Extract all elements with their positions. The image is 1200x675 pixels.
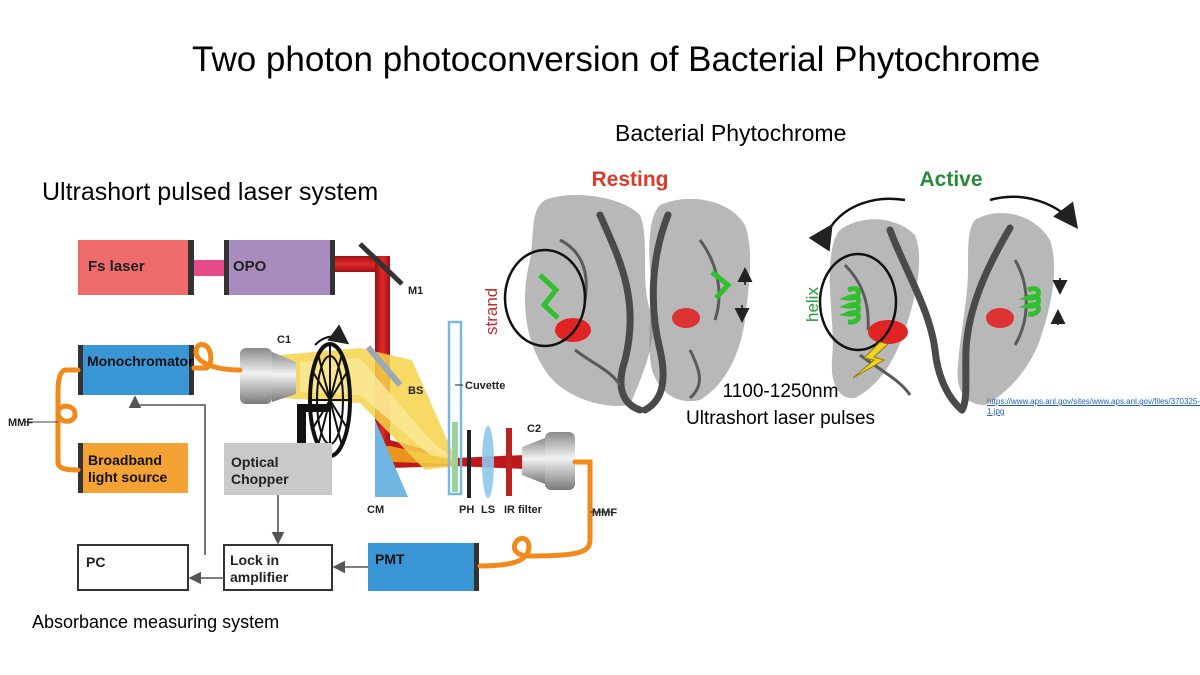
mirror-m1: [358, 242, 404, 286]
cuvette-label: Cuvette: [465, 380, 505, 392]
collimator-c1: [240, 348, 296, 404]
optical-chopper-box: [224, 443, 332, 495]
opo-label: OPO: [233, 258, 267, 275]
concave-mirror: [375, 420, 408, 497]
fs-laser-box: [78, 240, 190, 295]
monochromator-box: [78, 345, 193, 395]
opo-box: [224, 240, 334, 295]
source-link[interactable]: https://www.aps.anl.gov/sites/www.aps.an…: [987, 397, 1200, 416]
lockin-label-1: Lock in: [230, 552, 279, 568]
wavelength-label: 1100-1250nm: [722, 381, 839, 402]
fs-laser-label: Fs laser: [88, 258, 145, 275]
collimator-c2: [522, 432, 575, 490]
optical-fiber: [55, 342, 593, 569]
pulses-label: Ultrashort laser pulses: [686, 408, 876, 429]
broadband-box: [78, 443, 188, 493]
pc-label: PC: [86, 554, 105, 570]
lockin-label-2: amplifier: [230, 569, 289, 585]
cm-label: CM: [367, 504, 384, 516]
ph-label: PH: [459, 504, 474, 516]
cuvette: [447, 320, 463, 496]
ir-filter-label: IR filter: [504, 504, 543, 516]
c1-label: C1: [277, 334, 291, 346]
ls-label: LS: [481, 504, 495, 516]
active-label: Active: [919, 168, 982, 191]
pmt-box: [368, 543, 478, 591]
mmf-right-label: MMF: [592, 507, 617, 519]
signal-connections: [128, 395, 368, 585]
resting-structure: [503, 195, 753, 414]
lockin-box: [223, 544, 333, 591]
slide-title: Two photon photoconversion of Bacterial …: [192, 40, 1041, 79]
pmt-label: PMT: [375, 551, 405, 567]
m1-label: M1: [408, 285, 423, 297]
c2-label: C2: [527, 423, 541, 435]
phytochrome-heading: Bacterial Phytochrome: [615, 120, 847, 146]
pc-box: [77, 544, 189, 591]
chopper-label-1: Optical: [231, 454, 278, 470]
beam-splitter: [365, 345, 403, 387]
pinhole: [467, 430, 471, 498]
absorbance-system-label: Absorbance measuring system: [32, 612, 280, 632]
pulse-caption: 1100-1250nm Ultrashort laser pulses: [686, 378, 875, 432]
broadband-label-1: Broadband: [88, 452, 162, 468]
active-structure: [808, 195, 1079, 414]
lightning-bolt-icon: [852, 341, 890, 379]
resting-label: Resting: [591, 168, 668, 191]
laser-system-heading: Ultrashort pulsed laser system: [42, 178, 379, 206]
strand-label: strand: [482, 288, 501, 335]
monochromator-label: Monochromator: [87, 353, 194, 369]
mmf-left-label: MMF: [8, 417, 33, 429]
bs-label: BS: [408, 385, 423, 397]
broadband-label-2: light source: [88, 469, 168, 485]
lens-ls: [482, 426, 494, 498]
helix-label: helix: [803, 287, 822, 322]
ir-filter: [506, 428, 512, 496]
chopper-label-2: Chopper: [231, 471, 289, 487]
